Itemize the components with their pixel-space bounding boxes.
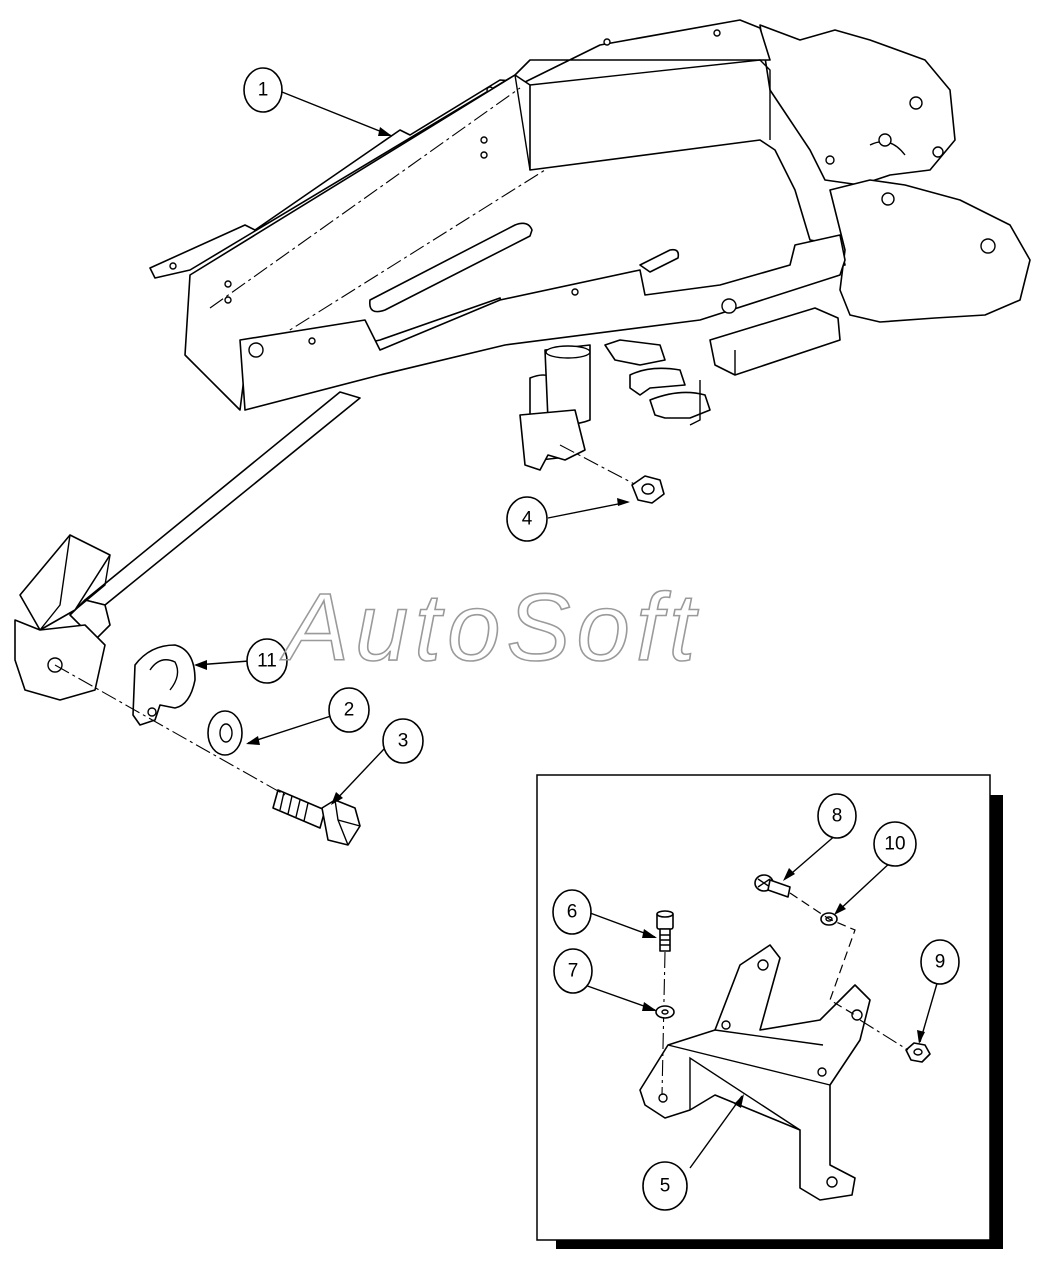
svg-text:7: 7 bbox=[568, 961, 579, 982]
hex-nut-part-9 bbox=[905, 1042, 931, 1063]
hex-bolt-part-3 bbox=[272, 789, 361, 846]
callout-9: 9 bbox=[920, 939, 960, 985]
u-bracket-part-5 bbox=[639, 944, 871, 1201]
callout-10: 10 bbox=[873, 821, 917, 867]
callout-11: 11 bbox=[246, 638, 288, 684]
callout-5: 5 bbox=[642, 1161, 688, 1211]
clamp-part-11 bbox=[132, 644, 196, 726]
leader-lines bbox=[194, 91, 939, 1169]
svg-text:4: 4 bbox=[522, 509, 533, 530]
svg-text:5: 5 bbox=[660, 1176, 671, 1197]
callout-7: 7 bbox=[553, 948, 593, 994]
lock-washer-part-7 bbox=[655, 1005, 675, 1019]
svg-text:10: 10 bbox=[884, 834, 905, 855]
callout-2: 2 bbox=[328, 687, 370, 733]
callout-3: 3 bbox=[382, 718, 424, 764]
svg-text:11: 11 bbox=[257, 651, 277, 672]
svg-text:3: 3 bbox=[398, 731, 409, 752]
svg-text:1: 1 bbox=[258, 80, 269, 101]
callout-4: 4 bbox=[506, 496, 548, 542]
svg-text:2: 2 bbox=[344, 700, 355, 721]
watermark-text: AutoSoft bbox=[280, 574, 701, 681]
callout-8: 8 bbox=[817, 793, 857, 839]
screw-part-8 bbox=[754, 874, 791, 898]
svg-text:6: 6 bbox=[567, 902, 578, 923]
callout-1: 1 bbox=[243, 67, 283, 113]
flange-nut-part-4 bbox=[631, 475, 665, 504]
svg-text:9: 9 bbox=[935, 952, 946, 973]
cap-screw-part-6 bbox=[656, 910, 674, 952]
inset-detail-box bbox=[536, 774, 1003, 1249]
svg-text:8: 8 bbox=[832, 806, 843, 827]
callout-6: 6 bbox=[552, 889, 592, 935]
washer-part-2 bbox=[207, 710, 243, 756]
